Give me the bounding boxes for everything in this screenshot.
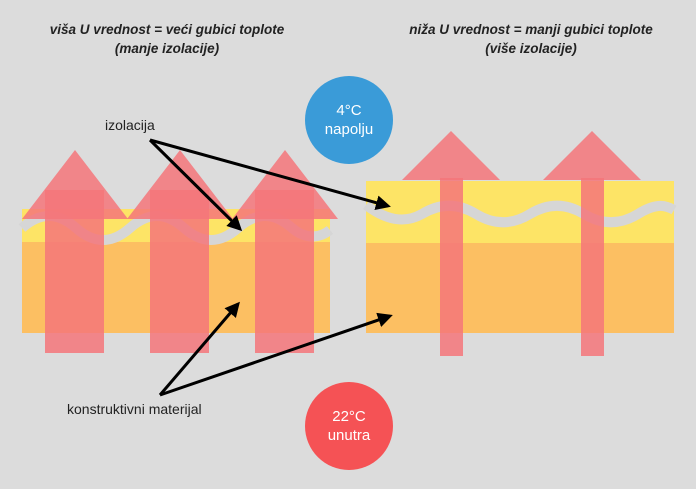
pointer-material-right (159, 312, 393, 397)
label-insulation: izolacija (105, 117, 155, 133)
inside-label: unutra (327, 427, 371, 444)
wall-left (18, 150, 338, 353)
pointer-insulation-left (148, 138, 243, 232)
heat-arrow-shaft (440, 178, 463, 356)
outside-label: napolju (324, 121, 374, 138)
wall-right-cavity-wave (363, 200, 677, 228)
heading-high-u-line1: viša U vrednost = veći gubici toplote (49, 22, 285, 37)
inside-temp: 22°C (332, 408, 366, 425)
heading-low-u: niža U vrednost = manji gubici toplote (… (366, 20, 696, 58)
heading-low-u-line1: niža U vrednost = manji gubici toplote (409, 22, 653, 37)
heading-high-u: viša U vrednost = veći gubici toplote (m… (12, 20, 322, 58)
heat-arrow-head (22, 150, 128, 219)
outside-temperature-circle: 4°C napolju (305, 76, 393, 164)
heat-arrow-head (232, 150, 338, 219)
pointer-material-left (158, 301, 240, 396)
inside-temperature-circle: 22°C unutra (305, 382, 393, 470)
heading-high-u-line2: (manje izolacije) (114, 41, 220, 56)
label-structural-material: konstruktivni materijal (67, 401, 202, 417)
heat-arrow-head (402, 131, 500, 180)
outside-temp: 4°C (336, 102, 362, 119)
pointer-lines (148, 138, 393, 397)
heading-low-u-line2: (više izolacije) (485, 41, 577, 56)
heat-arrow-head (127, 150, 233, 219)
heat-arrows-right (402, 131, 641, 356)
heat-arrow-head (543, 131, 641, 180)
wall-right-insulation (366, 181, 674, 243)
wall-right (363, 131, 677, 356)
heat-arrow-shaft (581, 178, 604, 356)
heat-arrows-left (22, 150, 338, 353)
pointer-insulation-right (149, 138, 391, 211)
